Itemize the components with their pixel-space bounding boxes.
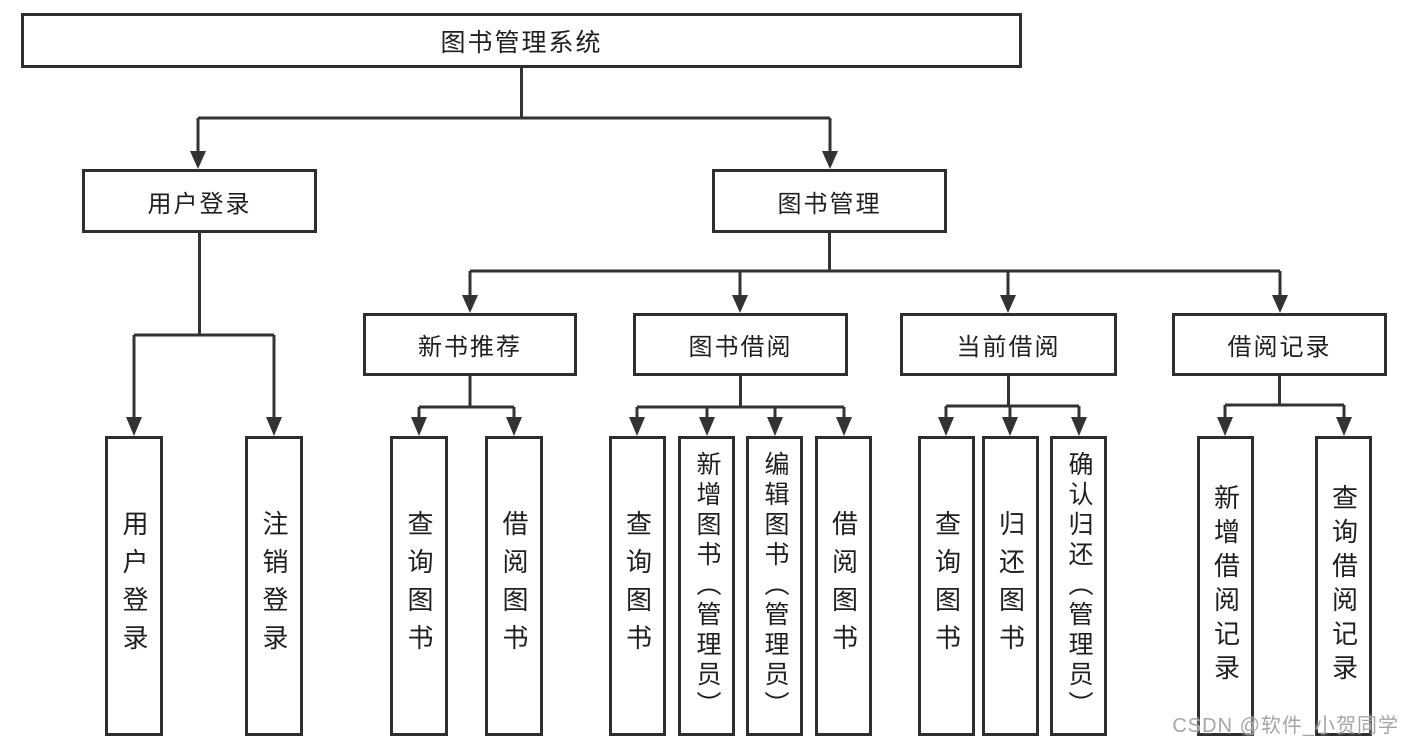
leaf-records-add-record: 新增借阅记录	[1197, 436, 1254, 736]
leaf-records-add-record-label: 新增借阅记录	[1210, 484, 1241, 688]
edge-records-to-children	[1217, 376, 1352, 436]
leaf-borrow-query-books: 查询图书	[609, 436, 666, 736]
edge-current-to-children	[938, 376, 1087, 436]
leaf-records-query-record: 查询借阅记录	[1315, 436, 1372, 736]
connector-line	[944, 376, 1081, 420]
leaf-user-login: 用户登录	[105, 436, 163, 736]
arrowhead-icon	[699, 417, 715, 436]
node-user-login: 用户登录	[82, 169, 317, 233]
leaf-current-query-books: 查询图书	[918, 436, 975, 736]
node-user-login-label: 用户登录	[147, 190, 252, 218]
arrowhead-icon	[767, 417, 783, 436]
arrowhead-icon	[411, 417, 427, 436]
leaf-logout-label: 注销登录	[259, 510, 289, 662]
leaf-borrow-add-books-admin-label: 新增图书（管理员）	[693, 451, 721, 721]
edge-root-to-level1	[190, 68, 838, 169]
node-book-borrow-label: 图书借阅	[688, 334, 793, 361]
arrowhead-icon	[506, 417, 522, 436]
arrowhead-icon	[836, 417, 852, 436]
arrowhead-icon	[629, 417, 645, 436]
leaf-current-return-books-label: 归还图书	[995, 510, 1026, 662]
connector-line	[132, 233, 276, 420]
arrowhead-icon	[1217, 417, 1233, 436]
leaf-borrow-borrow-books-label: 借阅图书	[828, 510, 859, 662]
node-book-management-label: 图书管理	[777, 190, 882, 218]
edge-login-to-children	[126, 233, 282, 436]
node-root: 图书管理系统	[21, 13, 1022, 68]
leaf-recommend-borrow-books: 借阅图书	[485, 436, 543, 736]
arrowhead-icon	[732, 295, 748, 313]
leaf-current-return-books: 归还图书	[982, 436, 1039, 736]
arrowhead-icon	[462, 295, 478, 313]
leaf-current-query-books-label: 查询图书	[931, 510, 962, 662]
leaf-user-login-label: 用户登录	[119, 510, 149, 662]
leaf-borrow-add-books-admin: 新增图书（管理员）	[678, 436, 735, 736]
node-book-management: 图书管理	[712, 169, 947, 233]
arrowhead-icon	[126, 417, 142, 436]
leaf-borrow-borrow-books: 借阅图书	[815, 436, 872, 736]
leaf-logout: 注销登录	[245, 436, 303, 736]
node-borrow-records: 借阅记录	[1172, 313, 1387, 376]
arrowhead-icon	[822, 151, 838, 169]
connector-line	[196, 68, 832, 153]
node-current-borrow-label: 当前借阅	[956, 334, 1061, 361]
connector-line	[468, 233, 1282, 297]
leaf-current-confirm-return-admin: 确认归还（管理员）	[1050, 436, 1107, 736]
leaf-borrow-edit-books-admin: 编辑图书（管理员）	[746, 436, 803, 736]
edge-mgmt-to-level2	[462, 233, 1288, 313]
arrowhead-icon	[190, 151, 206, 169]
connector-line	[417, 376, 516, 420]
node-new-book-recommend: 新书推荐	[363, 313, 577, 376]
leaf-borrow-query-books-label: 查询图书	[622, 510, 653, 662]
node-borrow-records-label: 借阅记录	[1227, 334, 1332, 361]
node-root-label: 图书管理系统	[440, 28, 603, 57]
arrowhead-icon	[938, 417, 954, 436]
node-book-borrow: 图书借阅	[633, 313, 848, 376]
arrowhead-icon	[1071, 417, 1087, 436]
connector-line	[635, 376, 846, 420]
leaf-current-confirm-return-admin-label: 确认归还（管理员）	[1065, 451, 1093, 721]
arrowhead-icon	[1002, 417, 1018, 436]
leaf-borrow-edit-books-admin-label: 编辑图书（管理员）	[761, 451, 789, 721]
node-new-book-recommend-label: 新书推荐	[418, 334, 522, 361]
edge-recommend-to-children	[411, 376, 522, 436]
leaf-recommend-query-books-label: 查询图书	[404, 510, 434, 662]
arrowhead-icon	[1272, 295, 1288, 313]
connector-line	[1223, 376, 1346, 420]
arrowhead-icon	[1000, 295, 1016, 313]
arrowhead-icon	[1336, 417, 1352, 436]
leaf-records-query-record-label: 查询借阅记录	[1328, 484, 1359, 688]
leaf-recommend-query-books: 查询图书	[390, 436, 448, 736]
edge-borrow-to-children	[629, 376, 852, 436]
node-current-borrow: 当前借阅	[900, 313, 1117, 376]
leaf-recommend-borrow-books-label: 借阅图书	[499, 510, 529, 662]
arrowhead-icon	[266, 417, 282, 436]
